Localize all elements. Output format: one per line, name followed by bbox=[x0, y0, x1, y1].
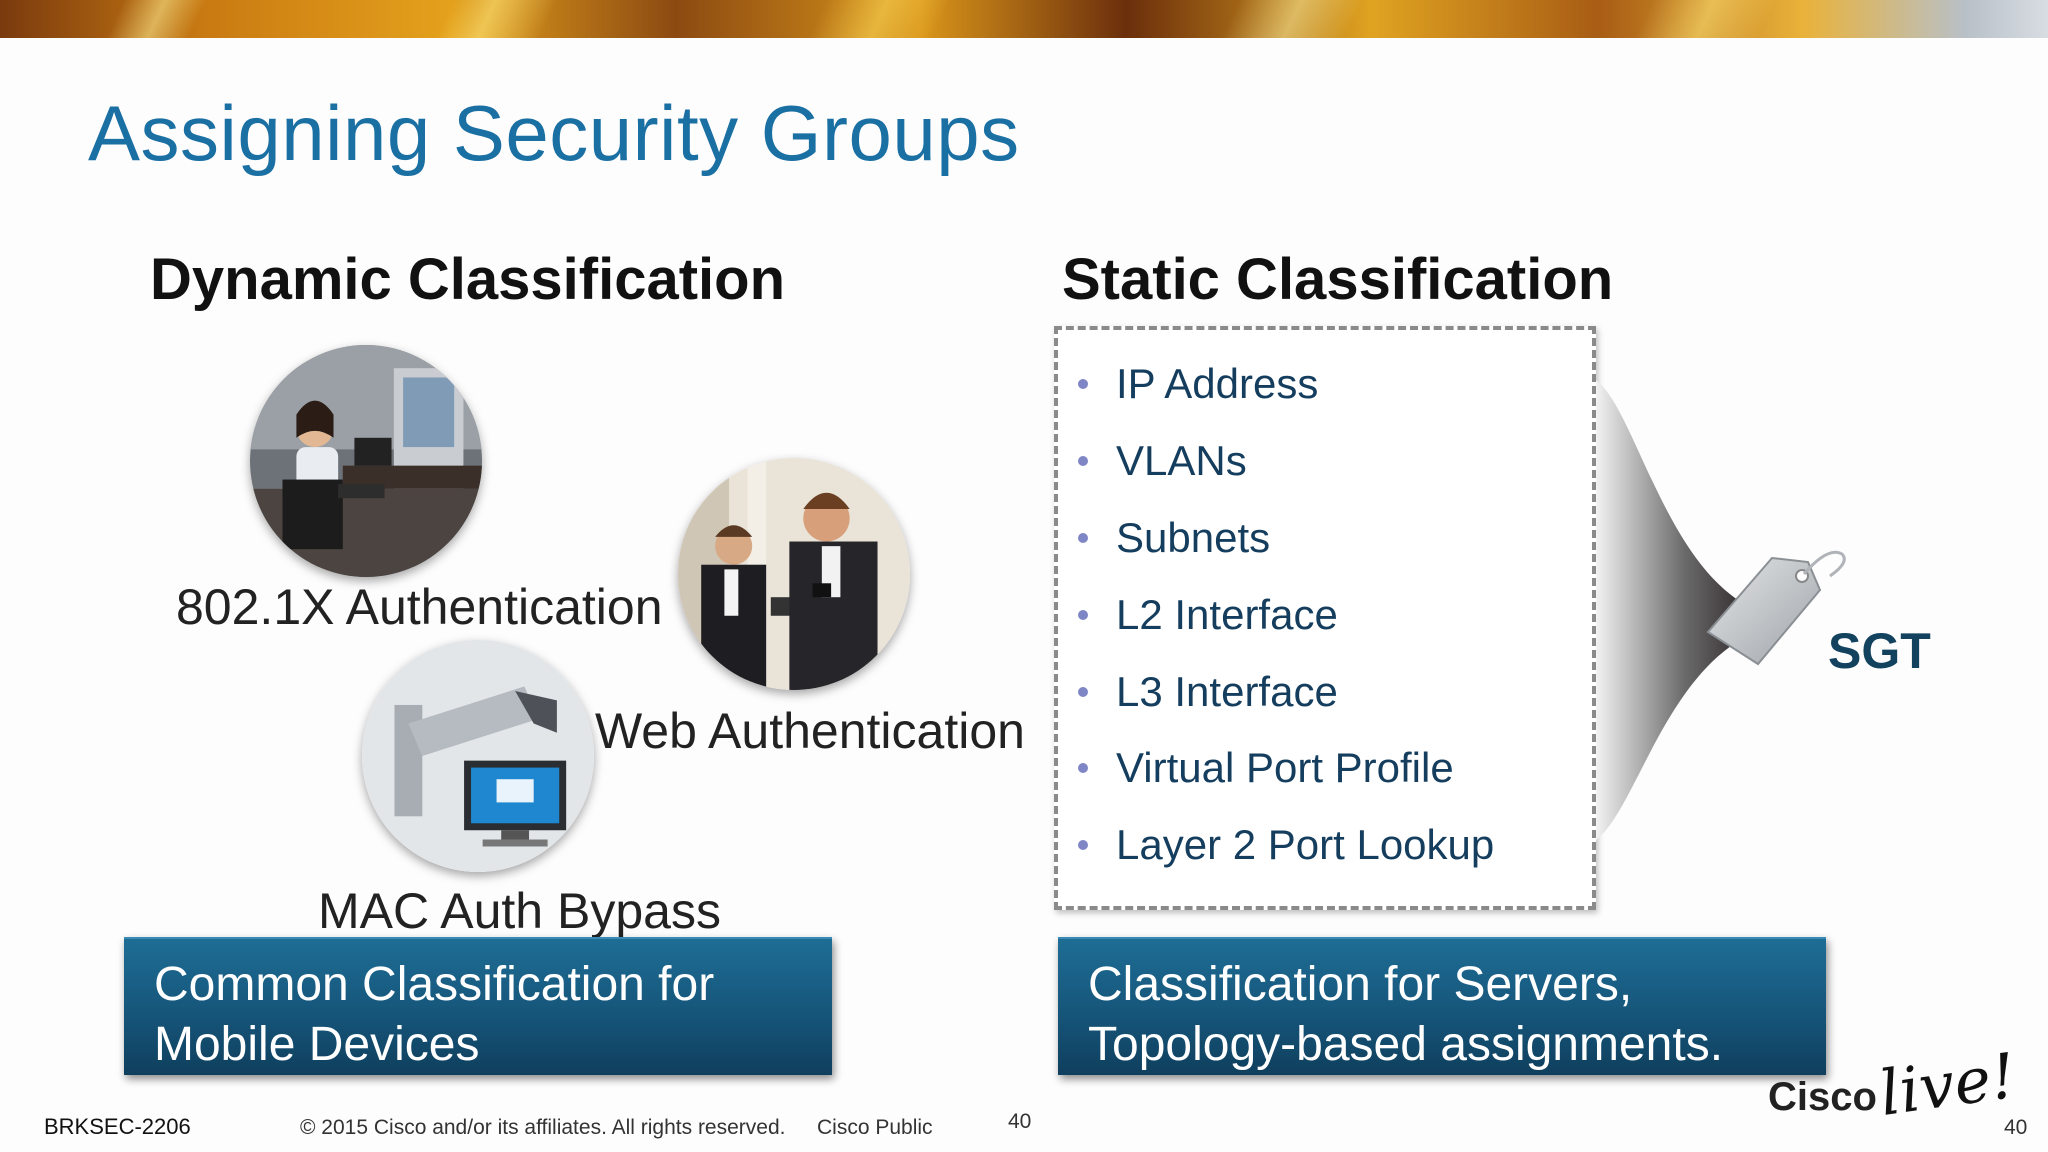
classification-label: Cisco Public bbox=[817, 1116, 933, 1139]
dynamic-callout-line-1: Common Classification for bbox=[154, 958, 715, 1011]
dot1x-auth-label: 802.1X Authentication bbox=[176, 579, 663, 635]
bullet-icon bbox=[1078, 532, 1088, 543]
logo-event-text: live! bbox=[1875, 1039, 2008, 1120]
list-item: L3 Interface bbox=[1076, 653, 1494, 730]
dynamic-callout: Common Classification for Mobile Devices bbox=[124, 937, 832, 1075]
dynamic-classification-heading: Dynamic Classification bbox=[150, 247, 785, 312]
list-item-label: L2 Interface bbox=[1116, 590, 1338, 638]
list-item-label: Subnets bbox=[1116, 513, 1271, 561]
mab-label: MAC Auth Bypass bbox=[318, 883, 721, 939]
bullet-icon bbox=[1078, 456, 1088, 467]
bullet-icon bbox=[1078, 840, 1088, 851]
list-item: Layer 2 Port Lookup bbox=[1076, 807, 1494, 884]
list-item: L2 Interface bbox=[1076, 576, 1494, 653]
cisco-live-logo: Cisco live! bbox=[1768, 1039, 2008, 1120]
list-item-label: Layer 2 Port Lookup bbox=[1116, 821, 1495, 869]
list-item: IP Address bbox=[1076, 346, 1494, 423]
list-item: VLANs bbox=[1076, 423, 1494, 500]
web-auth-label: Web Authentication bbox=[595, 703, 1025, 759]
static-classification-box: IP Address VLANs Subnets L2 Interface L3… bbox=[1054, 326, 1596, 910]
dynamic-callout-line-2: Mobile Devices bbox=[154, 1018, 480, 1071]
list-item: Subnets bbox=[1076, 500, 1494, 577]
session-id: BRKSEC-2206 bbox=[44, 1114, 191, 1139]
tag-icon bbox=[1706, 550, 1846, 666]
list-item-label: L3 Interface bbox=[1116, 667, 1338, 715]
copyright-text: © 2015 Cisco and/or its affiliates. All … bbox=[300, 1116, 786, 1139]
bullet-icon bbox=[1078, 609, 1088, 620]
list-item: Virtual Port Profile bbox=[1076, 730, 1494, 807]
office-worker-photo bbox=[250, 345, 482, 577]
funnel-shape bbox=[1596, 380, 1756, 840]
camera-device-photo bbox=[362, 640, 594, 872]
mobile-users-photo bbox=[678, 458, 910, 690]
list-item-label: VLANs bbox=[1116, 437, 1247, 485]
list-item-label: Virtual Port Profile bbox=[1116, 744, 1454, 792]
static-callout-line-2: Topology-based assignments. bbox=[1088, 1018, 1724, 1071]
logo-brand-text: Cisco bbox=[1768, 1075, 1877, 1119]
list-item-label: IP Address bbox=[1116, 360, 1319, 408]
static-classification-heading: Static Classification bbox=[1062, 247, 1614, 312]
sgt-label: SGT bbox=[1828, 623, 1931, 679]
page-number-right: 40 bbox=[2004, 1116, 2028, 1139]
static-classification-list: IP Address VLANs Subnets L2 Interface L3… bbox=[1076, 346, 1494, 884]
bullet-icon bbox=[1078, 763, 1088, 774]
page-title: Assigning Security Groups bbox=[88, 89, 1020, 177]
page-number: 40 bbox=[1008, 1110, 1032, 1133]
bullet-icon bbox=[1078, 379, 1088, 390]
static-callout-line-1: Classification for Servers, bbox=[1088, 958, 1633, 1011]
static-callout: Classification for Servers, Topology-bas… bbox=[1058, 937, 1826, 1075]
top-banner bbox=[0, 0, 2048, 38]
bullet-icon bbox=[1078, 686, 1088, 697]
